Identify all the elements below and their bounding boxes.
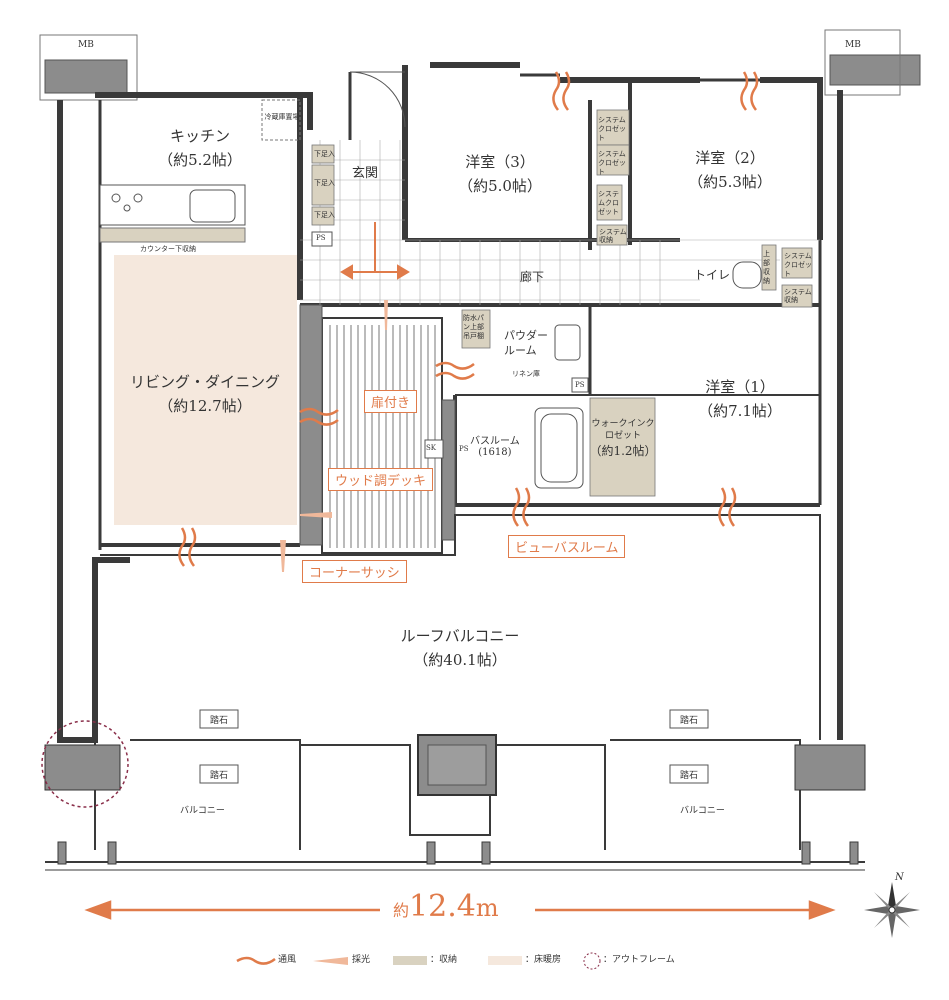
fridge-label: 冷蔵庫置場	[264, 113, 300, 121]
shoe-storage-2: 下足入	[314, 179, 335, 187]
shoe-storage-1: 下足入	[314, 150, 335, 158]
dimension-prefix: 約	[393, 901, 410, 920]
kitchen-name: キッチン	[169, 127, 230, 145]
legend-storage: ：収納	[430, 955, 458, 965]
balcony-left-label: バルコニー	[180, 806, 225, 816]
system-closet-1: システムクロゼット	[598, 116, 626, 142]
mb-label-left: MB	[78, 40, 94, 50]
compass-icon	[864, 882, 920, 938]
tag-corner-sash: コーナーサッシ	[302, 560, 407, 583]
living-area: （約12.7帖）	[158, 397, 252, 415]
tag-door: 扉付き	[364, 390, 418, 413]
step-stone-4: 踏石	[680, 771, 699, 781]
entrance-arrow	[340, 222, 410, 280]
room3-name: 洋室（3）	[465, 153, 535, 171]
step-stone-1: 踏石	[210, 716, 229, 726]
living-name: リビング・ダイニング	[129, 373, 280, 391]
sk-label: SK	[426, 444, 437, 452]
powder-room-label: パウダールーム	[504, 329, 548, 357]
mb-label-right: MB	[845, 40, 861, 50]
ventilation-marks	[178, 71, 759, 567]
kitchen-counter	[99, 99, 301, 243]
balcony-right-label: バルコニー	[680, 806, 725, 816]
legend-outframe: ：アウトフレーム	[603, 955, 675, 965]
counter-storage-label: カウンター下収納	[140, 245, 196, 253]
floor-heating-area	[114, 255, 297, 525]
walkin-name: ウォークインクロゼット	[591, 419, 655, 441]
room2-area: （約5.3帖）	[688, 173, 772, 191]
corridor-label: 廊下	[520, 270, 545, 284]
system-storage-1: システム収納	[599, 228, 627, 244]
room2-label: 洋室（2） （約5.3帖）	[670, 146, 790, 194]
balcony-walls	[44, 514, 866, 871]
room1-name: 洋室（1）	[705, 378, 775, 396]
legend-daylight: 採光	[352, 955, 371, 965]
ps-label-1: PS	[316, 234, 326, 242]
walkin-area: （約1.2帖）	[589, 444, 657, 458]
room3-area: （約5.0帖）	[458, 177, 542, 195]
wood-deck-slats	[329, 325, 436, 548]
room2-name: 洋室（2）	[695, 149, 765, 167]
room3-label: 洋室（3） （約5.0帖）	[440, 150, 560, 198]
legend-floor-heating: ：床暖房	[525, 955, 562, 965]
system-closet-2: システムクロゼット	[598, 150, 626, 176]
toilet-label: トイレ	[694, 268, 731, 282]
powder-storage-label: 防水パン上部吊戸棚	[463, 314, 484, 340]
entrance-door	[349, 71, 406, 128]
dimension-unit: m	[475, 894, 499, 922]
dimension-label: 約12.4m	[393, 889, 499, 924]
kitchen-label: キッチン （約5.2帖）	[145, 124, 255, 172]
system-closet-4: システムクロゼット	[784, 252, 812, 278]
shoe-storage-3: 下足入	[314, 211, 335, 219]
entrance-label: 玄関	[352, 166, 379, 181]
walkin-closet-label: ウォークインクロゼット （約1.2帖）	[588, 418, 658, 459]
living-dining-label: リビング・ダイニング （約12.7帖）	[110, 370, 300, 418]
daylight-marks	[280, 300, 388, 572]
room1-area: （約7.1帖）	[698, 402, 782, 420]
roof-balcony-name: ルーフバルコニー	[400, 627, 520, 645]
linen-label: リネン庫	[512, 370, 540, 378]
bath-size: (1618)	[478, 447, 512, 458]
tag-view-bath: ビューバスルーム	[508, 535, 626, 558]
legend-ventilation: 通風	[278, 955, 297, 965]
toilet-storage-label: 上部収納	[763, 250, 770, 285]
ps-label-2: PS	[575, 381, 585, 389]
roof-balcony-label: ルーフバルコニー （約40.1帖）	[380, 624, 540, 672]
system-closet-3: システムクロゼット	[598, 190, 619, 216]
bath-name: バスルーム	[470, 436, 520, 447]
dimension-value: 12.4	[409, 889, 476, 924]
fixtures	[311, 231, 762, 489]
step-stone-2: 踏石	[680, 716, 699, 726]
system-storage-2: システム収納	[784, 288, 812, 304]
legend-swatches	[236, 952, 601, 970]
compass-north-label: N	[895, 872, 904, 883]
kitchen-area: （約5.2帖）	[158, 151, 242, 169]
step-stone-3: 踏石	[210, 771, 229, 781]
roof-balcony-area: （約40.1帖）	[413, 651, 507, 669]
bath-label: バスルーム (1618)	[470, 432, 520, 458]
storage-units	[311, 109, 813, 497]
ps-label-3: PS	[459, 445, 469, 453]
dimension-arrow	[84, 900, 836, 920]
room1-label: 洋室（1） （約7.1帖）	[680, 375, 800, 423]
tag-wood-deck: ウッド調デッキ	[328, 468, 434, 491]
outframe-marker	[41, 720, 129, 808]
